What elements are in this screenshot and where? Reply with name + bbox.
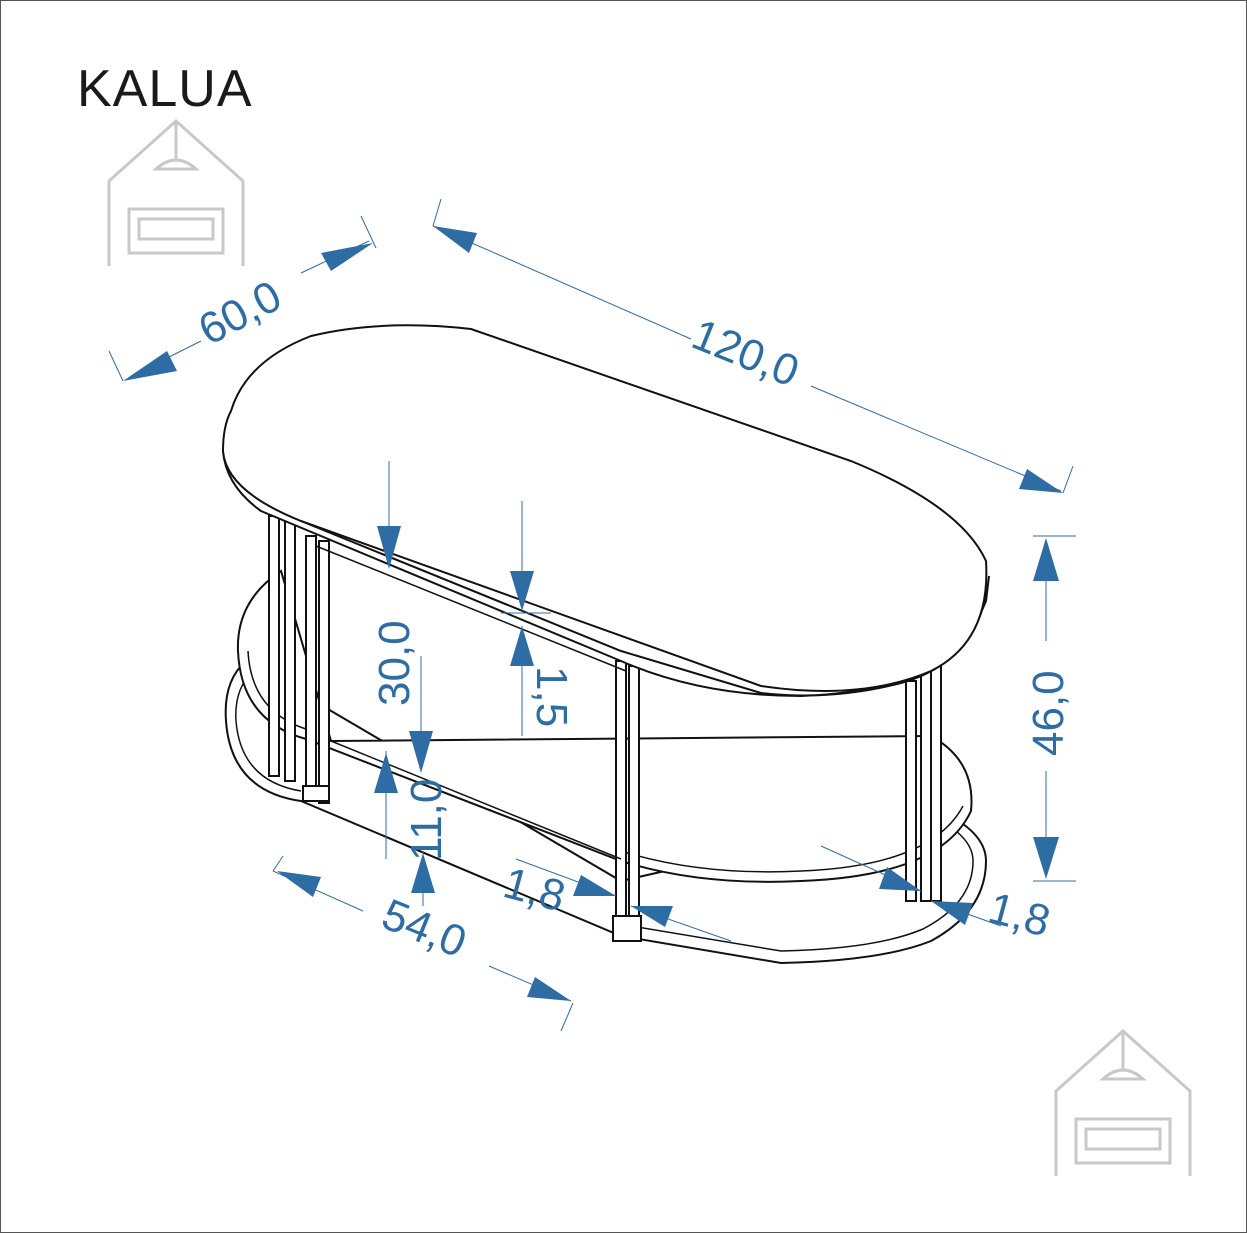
leg xyxy=(615,660,627,927)
leg xyxy=(305,535,317,802)
leg xyxy=(284,520,296,782)
leg xyxy=(628,665,640,929)
dimension-shelf-gap-label: 30,0 xyxy=(370,620,419,706)
dimension-height-total-label: 46,0 xyxy=(1024,670,1073,756)
dimension-depth-base-label: 54,0 xyxy=(375,890,473,968)
dimension-depth-top-label: 60,0 xyxy=(191,271,290,354)
foot xyxy=(612,915,642,942)
product-title: KALUA xyxy=(77,60,253,118)
dimension-lines xyxy=(108,198,1076,1032)
house-sofa-logo-icon xyxy=(107,118,245,266)
coffee-table-drawing xyxy=(221,324,990,965)
foot xyxy=(302,785,330,802)
table-top-edge xyxy=(222,450,990,698)
bottom-shelf xyxy=(236,569,973,883)
table-top xyxy=(221,324,988,692)
dimension-leg-right-label: 1,8 xyxy=(983,883,1055,946)
base-ring xyxy=(224,659,988,965)
leg xyxy=(930,660,942,902)
leg xyxy=(268,515,280,777)
leg xyxy=(920,660,932,902)
dimension-length-label: 120,0 xyxy=(685,310,805,397)
dimension-top-thickness-label: 1,5 xyxy=(527,666,576,727)
leg xyxy=(905,680,917,902)
leg xyxy=(318,540,330,804)
dimension-bottom-clearance-label: 11,0 xyxy=(402,779,451,861)
house-sofa-logo-icon xyxy=(1054,1028,1192,1176)
